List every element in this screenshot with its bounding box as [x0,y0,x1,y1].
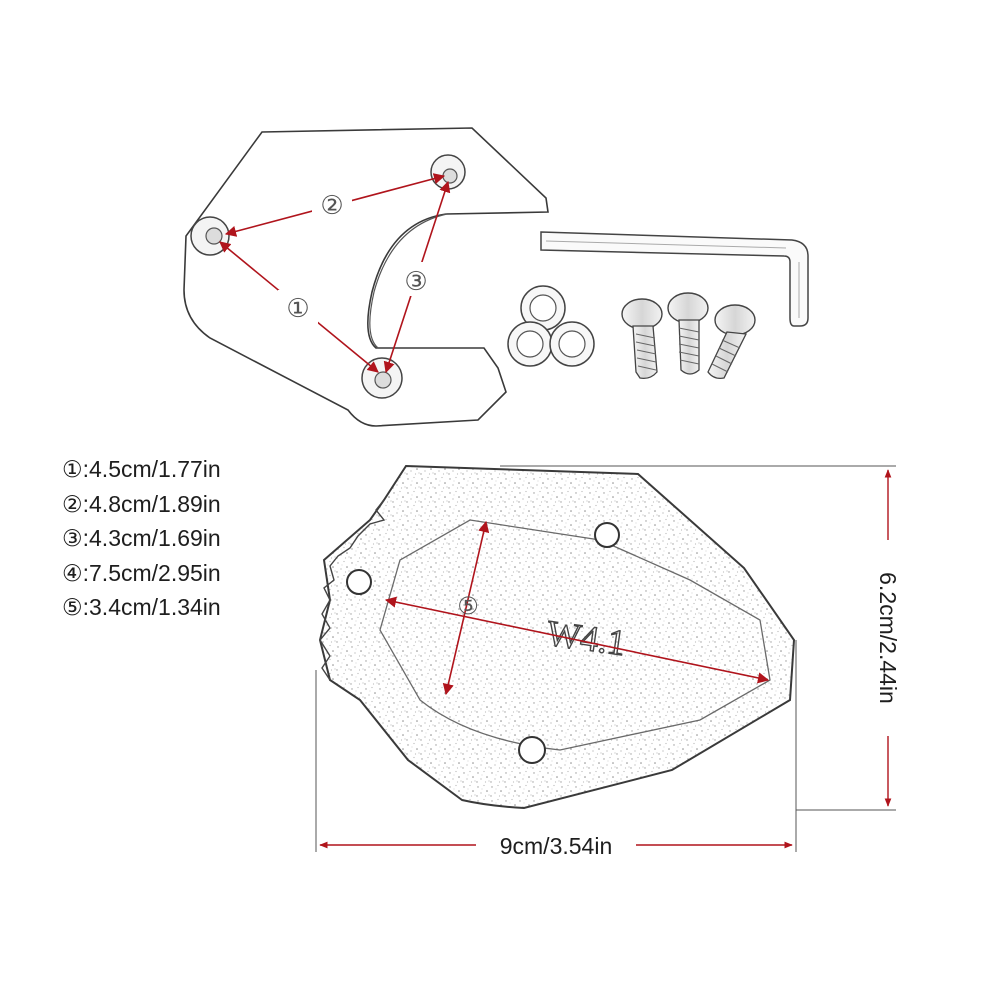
bottom-plate-hole [518,736,546,764]
spec-value: :4.5cm/1.77in [82,456,221,482]
spec-item: ②:4.8cm/1.89in [62,487,221,522]
bottom-plate-teeth [319,499,386,681]
dimension-line-5 [442,520,490,696]
callout-2: ② [320,190,343,220]
spec-item: ①:4.5cm/1.77in [62,452,221,487]
spec-item: ③:4.3cm/1.69in [62,521,221,556]
washer [507,321,553,367]
spec-item: ⑤:3.4cm/1.34in [62,590,221,625]
top-plate: ② ③ ① [183,127,549,427]
spec-value: :3.4cm/1.34in [82,594,221,620]
washer [549,321,595,367]
bolt [667,292,709,375]
width-label: 9cm/3.54in [500,833,613,859]
bottom-plate-recess [379,519,771,751]
allen-key [540,231,809,327]
spec-value: :4.3cm/1.69in [82,525,221,551]
bolt [621,298,663,380]
spec-marker: ⑤ [62,594,83,620]
width-dimension: 9cm/3.54in [315,640,797,859]
top-plate-hole [190,216,230,256]
spec-marker: ③ [62,525,83,551]
bottom-plate-hole [594,522,620,548]
washer [520,285,566,331]
callout-1: ① [286,293,309,323]
callout-5: ⑤ [457,593,479,620]
bottom-plate-hole [346,569,372,595]
spec-item: ④:7.5cm/2.95in [62,556,221,591]
callout-3: ③ [404,266,427,296]
bolt [707,304,756,380]
spec-marker: ④ [62,559,83,586]
spec-list: ①:4.5cm/1.77in ②:4.8cm/1.89in ③:4.3cm/1.… [62,452,221,625]
spec-value: :7.5cm/2.95in [82,559,221,586]
spec-value: :4.8cm/1.89in [82,490,221,517]
height-label: 6.2cm/2.44in [875,572,901,704]
height-dimension: 6.2cm/2.44in [500,465,901,811]
bottom-plate: W4.1 ⑤ [318,464,796,810]
spec-marker: ① [62,456,83,482]
spec-marker: ② [62,490,83,517]
